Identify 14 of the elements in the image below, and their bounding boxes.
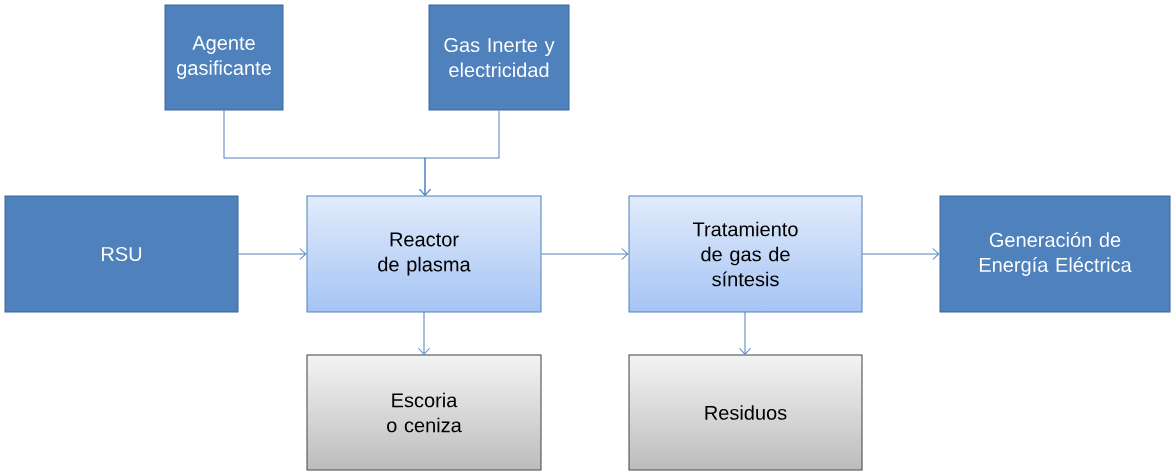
arrow [419,110,500,196]
process-box: Tratamiento de gas de síntesis [628,195,863,313]
output-box: Residuos [628,354,863,471]
arrow [739,311,751,355]
input-box: Gas Inerte y electricidad [428,4,570,111]
input-box: RSU [4,195,239,313]
arrow [541,248,629,260]
input-box: Agente gasificante [164,4,284,111]
input-box: Generación de Energía Eléctrica [939,195,1171,313]
arrow [418,311,430,355]
process-box: Reactor de plasma [306,195,542,313]
output-box: Escoria o ceniza [306,354,542,471]
arrow [238,248,307,260]
arrow [862,248,940,260]
